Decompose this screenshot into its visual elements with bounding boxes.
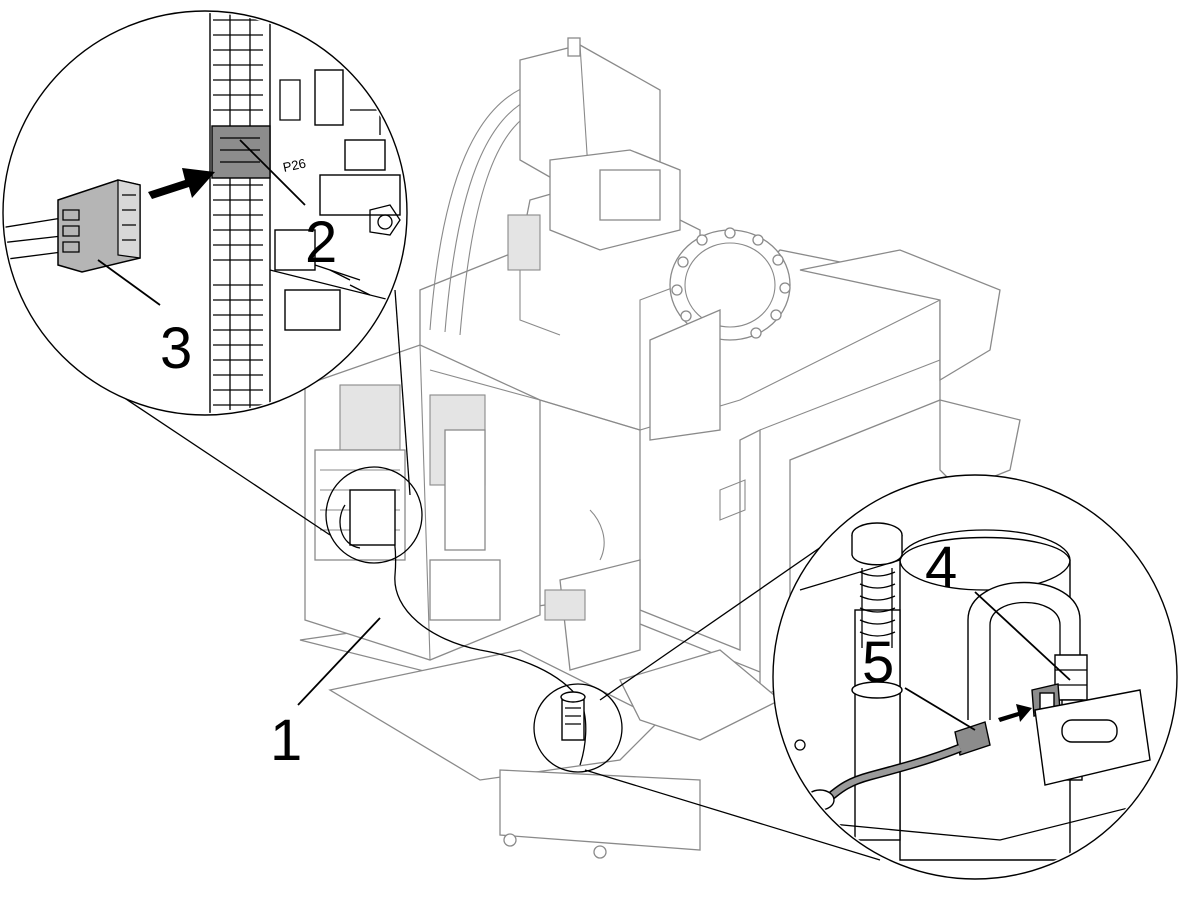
callout-3: 3: [160, 316, 192, 381]
tool-pockets: [671, 227, 791, 339]
callout-4: 4: [925, 535, 957, 600]
detail-magnifier-upper: P26: [2, 10, 408, 416]
callout-2: 2: [305, 210, 337, 275]
board-label-p26: P26: [282, 155, 308, 174]
magnifier-line-lower: [599, 519, 861, 701]
magnifier-line-upper-2: [394, 289, 411, 496]
detail-magnifier-lower: [772, 474, 1178, 880]
loose-plug: [5, 179, 141, 273]
detail-circle-cabinet: [325, 466, 423, 564]
p26-socket: [211, 125, 271, 179]
magnifier-line-lower-2: [584, 769, 881, 861]
callout-1: 1: [270, 708, 302, 773]
insert-arrow-icon: [998, 704, 1032, 722]
magnifier-line-upper: [116, 392, 331, 536]
terminal-strip: [213, 13, 263, 410]
push-arrow-icon: [148, 168, 215, 199]
detail-circle-filter: [533, 683, 623, 773]
spring: [859, 568, 896, 648]
leader-1: [297, 617, 381, 706]
callout-5: 5: [862, 630, 894, 695]
